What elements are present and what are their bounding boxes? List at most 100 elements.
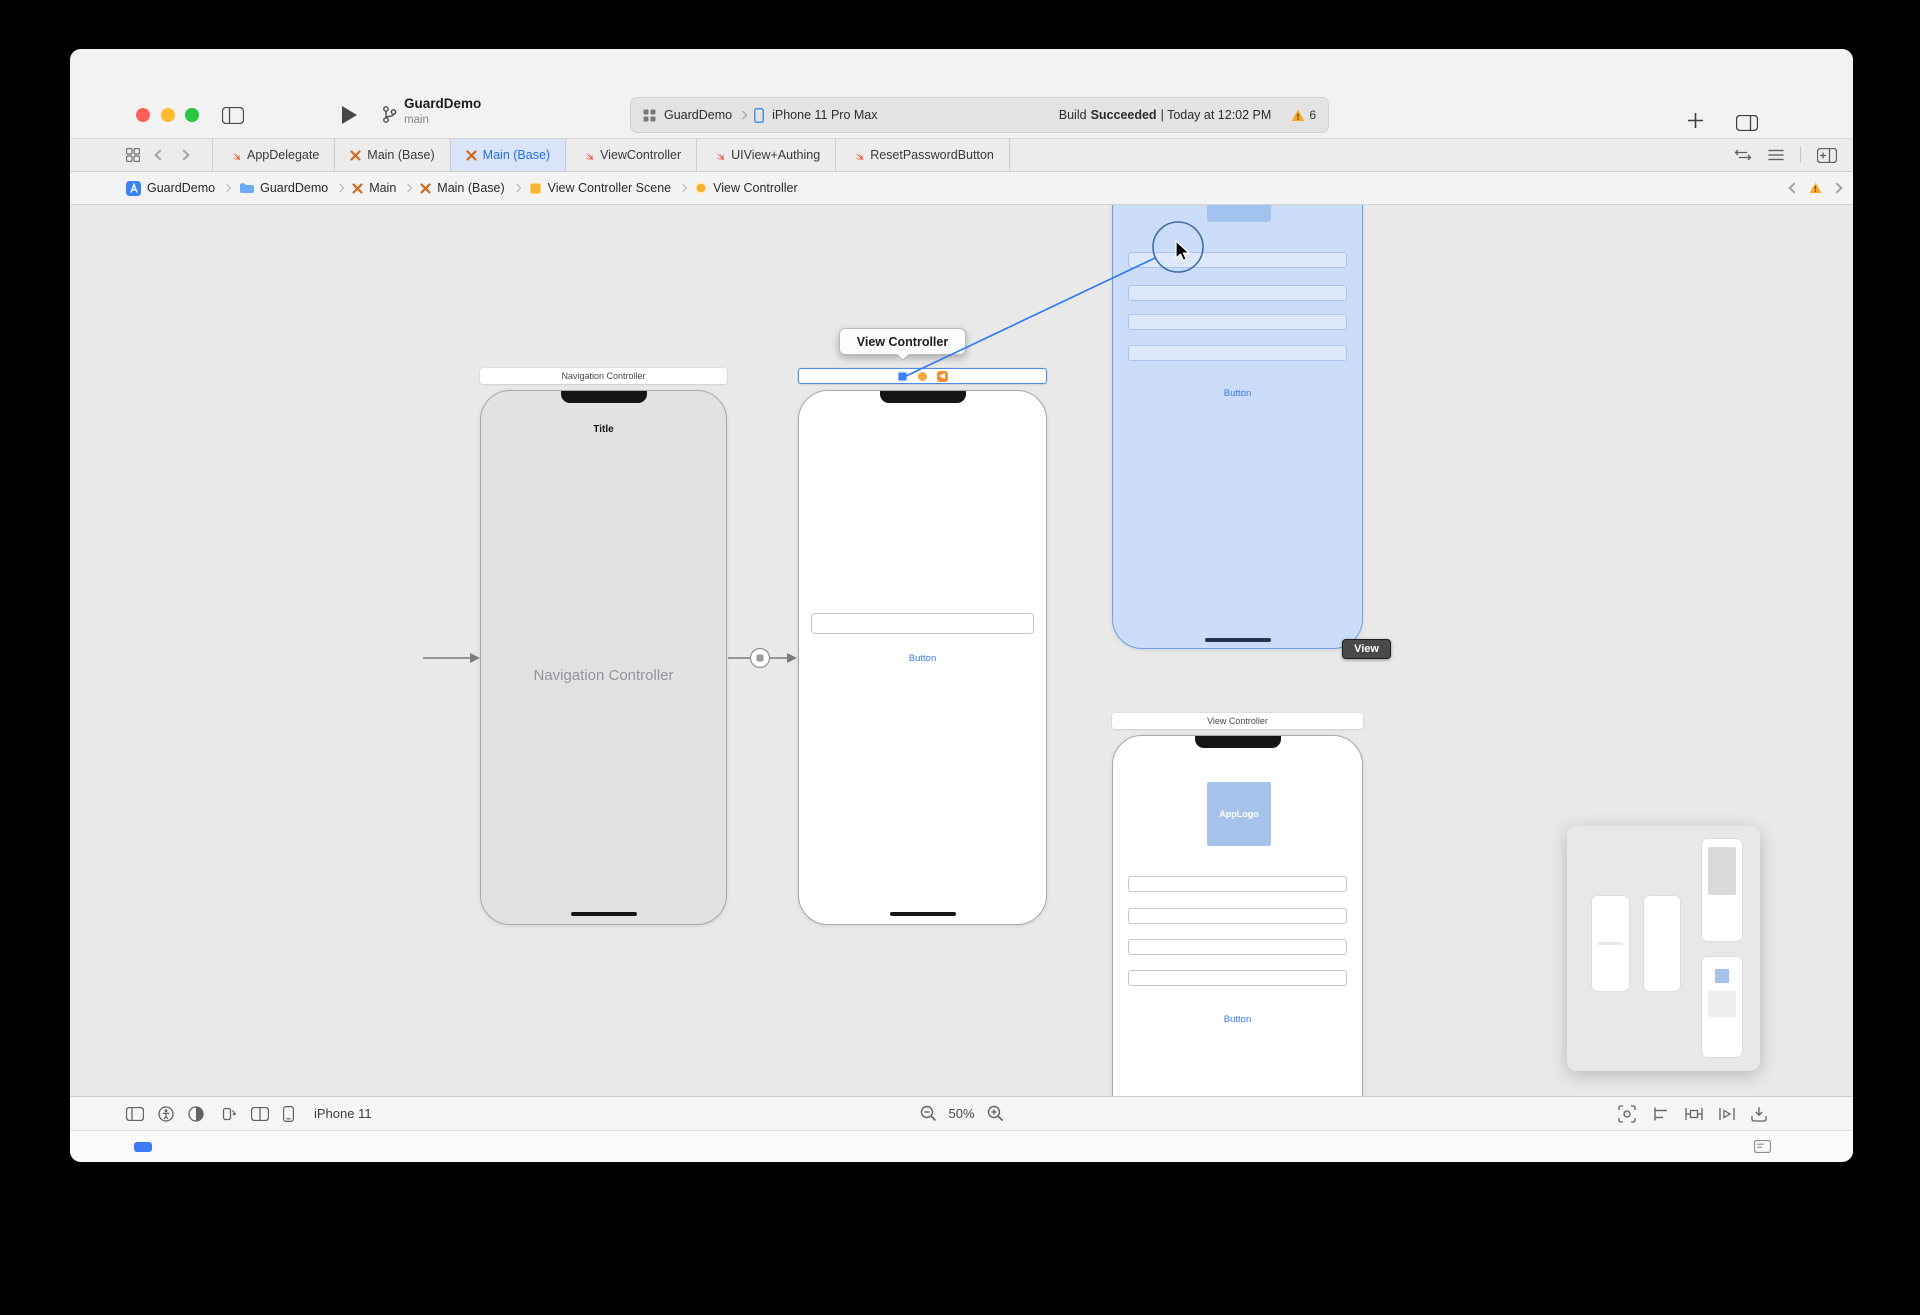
build-status-result: Succeeded [1090,108,1157,122]
minimap-login-scene[interactable] [1702,957,1742,1057]
exit-segue-icon[interactable] [937,370,948,382]
first-responder-icon[interactable] [918,371,927,381]
scheme-and-activity-bar[interactable]: GuardDemo iPhone 11 Pro Max Build Succee… [630,97,1329,133]
scene-icon [528,181,542,195]
breadcrumb-separator-icon [678,183,688,193]
zoom-controls: 50% [919,1105,1003,1122]
breadcrumb-group[interactable]: GuardDemo [239,181,328,195]
zoom-level[interactable]: 50% [948,1106,975,1121]
login-view-controller-phone[interactable]: AppLogo Button [1112,735,1363,1096]
orientation-icon[interactable] [218,1106,237,1122]
breadcrumb-storyboard[interactable]: Main [352,181,396,195]
warning-triangle-icon[interactable] [1809,182,1822,194]
source-control-info[interactable]: GuardDemo main [404,97,481,126]
branch-icon [382,105,397,124]
align-icon[interactable] [1652,1107,1669,1121]
zoom-window-button[interactable] [185,108,199,122]
text-field[interactable] [1128,908,1347,924]
build-status[interactable]: Build Succeeded | Today at 12:02 PM [1059,108,1272,122]
breadcrumb-separator-icon [512,183,521,193]
device-name[interactable]: iPhone 11 [314,1106,372,1121]
update-frames-icon[interactable] [1618,1104,1636,1123]
add-constraints-icon[interactable] [1685,1106,1703,1122]
editor-options-icon[interactable] [1768,149,1784,161]
minimap-vc-scene[interactable] [1644,896,1680,991]
add-editor-icon[interactable] [1817,147,1837,163]
text-field[interactable] [1128,285,1347,301]
text-field[interactable] [811,613,1034,634]
project-name: GuardDemo [404,96,482,111]
ui-button[interactable]: Button [908,653,937,664]
trait-variations-icon[interactable] [251,1106,269,1121]
storyboard-file-icon [350,149,361,161]
applogo-image[interactable]: AppLogo [1207,782,1271,846]
previous-issue-icon[interactable] [1788,182,1800,194]
view-controller-dock-icon[interactable] [897,370,908,382]
tab-main-base-1[interactable]: Main (Base) [335,139,451,171]
run-destination[interactable]: iPhone 11 Pro Max [772,108,878,122]
swift-file-icon [851,149,864,162]
breadcrumb-separator-icon [222,183,232,193]
add-tab-button[interactable] [1688,113,1703,128]
warning-badge[interactable]: 6 [1291,108,1316,122]
vc-scene-dock-selected[interactable] [798,368,1047,384]
storyboard-file-icon [420,182,431,194]
text-field[interactable] [1128,252,1347,268]
storyboard-canvas[interactable]: Navigation Controller Title Navigation C… [70,205,1853,1096]
tab-appdelegate[interactable]: AppDelegate [213,139,336,171]
console-toggle-icon[interactable] [1754,1140,1771,1153]
tab-overview-icon[interactable] [126,148,140,162]
nav-scene-dock[interactable]: Navigation Controller [480,368,727,384]
ui-button[interactable]: Button [1223,388,1252,399]
applogo-image-clipped[interactable] [1207,205,1271,222]
appearance-icon[interactable] [188,1105,204,1122]
text-field[interactable] [1128,345,1347,361]
accessibility-icon[interactable] [158,1105,174,1122]
resolve-issues-icon[interactable] [1719,1107,1735,1121]
drop-target-phone-highlighted[interactable]: Button [1112,205,1363,649]
text-field[interactable] [1128,970,1347,986]
scheme-target[interactable]: GuardDemo [664,108,733,122]
breadcrumb-label: GuardDemo [260,181,329,195]
minimize-button[interactable] [161,108,175,122]
tab-main-base-2-selected[interactable]: Main (Base) [450,139,567,171]
navbar-title[interactable]: Title [593,424,614,435]
tab-viewcontroller[interactable]: ViewController [566,139,698,171]
breadcrumb-project[interactable]: GuardDemo [126,180,215,196]
ui-button[interactable]: Button [1223,1014,1252,1025]
next-issue-icon[interactable] [1831,182,1843,194]
editor-layout-button[interactable] [1736,115,1758,131]
nav-controller-label[interactable]: Navigation Controller [533,667,674,684]
text-field[interactable] [1128,939,1347,955]
tab-uiview-authing[interactable]: UIView+Authing [697,139,837,171]
xcode-window: GuardDemo main GuardDemo iPhone 11 Pro M… [70,49,1853,1162]
zoom-out-icon[interactable] [919,1105,936,1122]
minimap-nav-scene[interactable] [1592,896,1629,991]
window-status-strip [70,1130,1853,1162]
breadcrumb-view-controller[interactable]: View Controller [695,181,798,195]
breadcrumb-scene[interactable]: View Controller Scene [528,181,671,195]
segue-arrow-head [787,653,797,663]
breadcrumb-localization[interactable]: Main (Base) [420,181,505,195]
zoom-in-icon[interactable] [987,1105,1004,1122]
close-button[interactable] [136,108,150,122]
go-forward-icon[interactable] [178,149,190,161]
swap-editors-icon[interactable] [1734,149,1752,161]
device-phone-icon[interactable] [283,1105,294,1122]
minimap-target-scene[interactable] [1702,839,1742,941]
swift-file-icon [712,149,725,162]
login-scene-dock[interactable]: View Controller [1112,713,1363,729]
nav-controller-phone[interactable]: Title Navigation Controller [480,390,727,925]
text-field[interactable] [1128,876,1347,892]
view-controller-phone[interactable]: Button [798,390,1047,925]
toggle-navigator-icon[interactable] [222,107,244,124]
text-field[interactable] [1128,314,1347,330]
embed-icon[interactable] [1751,1106,1767,1122]
run-button[interactable] [342,106,357,124]
titlebar: GuardDemo main GuardDemo iPhone 11 Pro M… [70,49,1853,139]
go-back-icon[interactable] [154,149,166,161]
standard-editor-icon[interactable] [126,1106,144,1121]
tab-resetpasswordbutton[interactable]: ResetPasswordButton [836,139,1010,171]
canvas-minimap[interactable] [1567,826,1760,1071]
